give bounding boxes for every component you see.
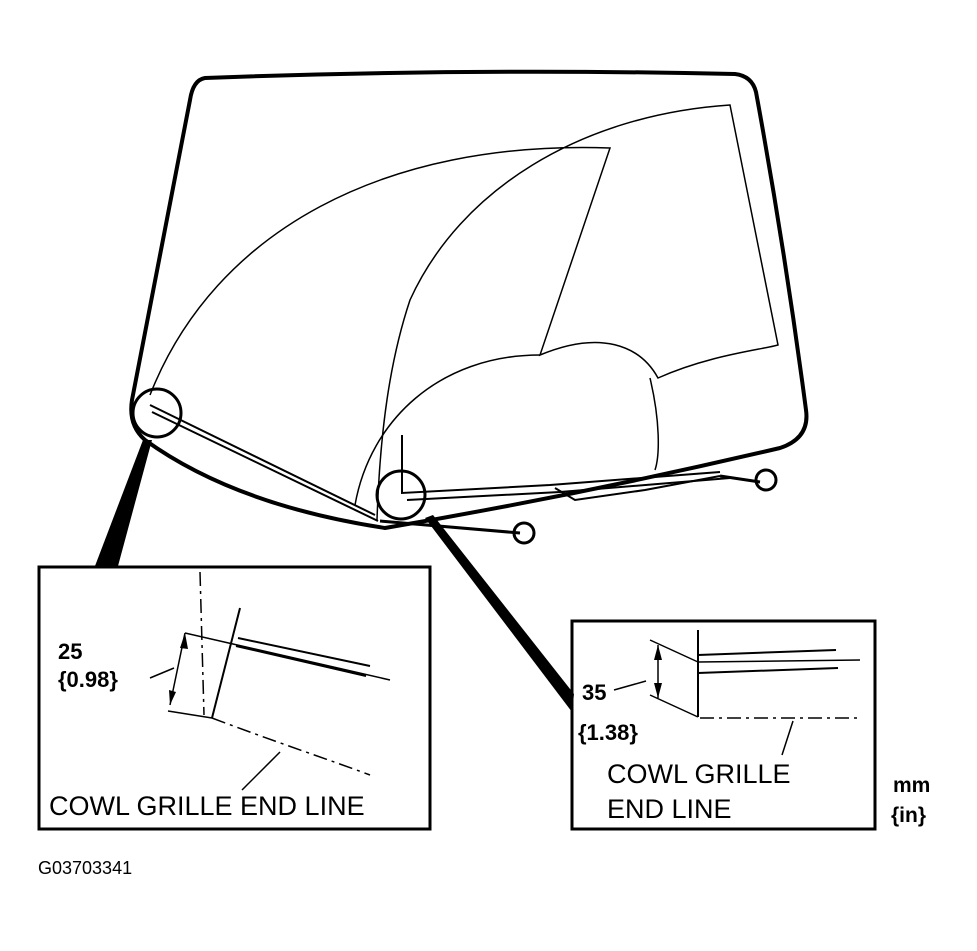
detail-left: 25 {0.98} COWL GRILLE END LINE (37, 565, 432, 831)
units-primary: mm (893, 774, 930, 797)
detail-right-value-mm: 35 (582, 680, 606, 705)
detail-left-value-mm: 25 (58, 639, 82, 664)
left-wiper (149, 404, 536, 545)
units-secondary: {in} (891, 804, 926, 827)
detail-right-value-in: {1.38} (578, 720, 638, 745)
detail-left-value-in: {0.98} (58, 667, 118, 692)
windshield (129, 69, 809, 531)
callout-right (375, 469, 574, 712)
figure-id: G03703341 (38, 858, 132, 878)
detail-left-frame (37, 565, 432, 831)
detail-right-frame (570, 619, 877, 831)
detail-right-caption-line1: COWL GRILLE (607, 759, 791, 789)
detail-left-caption: COWL GRILLE END LINE (49, 791, 365, 821)
callout-left (95, 387, 183, 566)
detail-right: 35 {1.38} COWL GRILLE END LINE (570, 619, 877, 831)
wiper-sweep-pattern (149, 104, 779, 521)
right-wiper (401, 435, 778, 502)
detail-right-caption-line2: END LINE (607, 794, 732, 824)
